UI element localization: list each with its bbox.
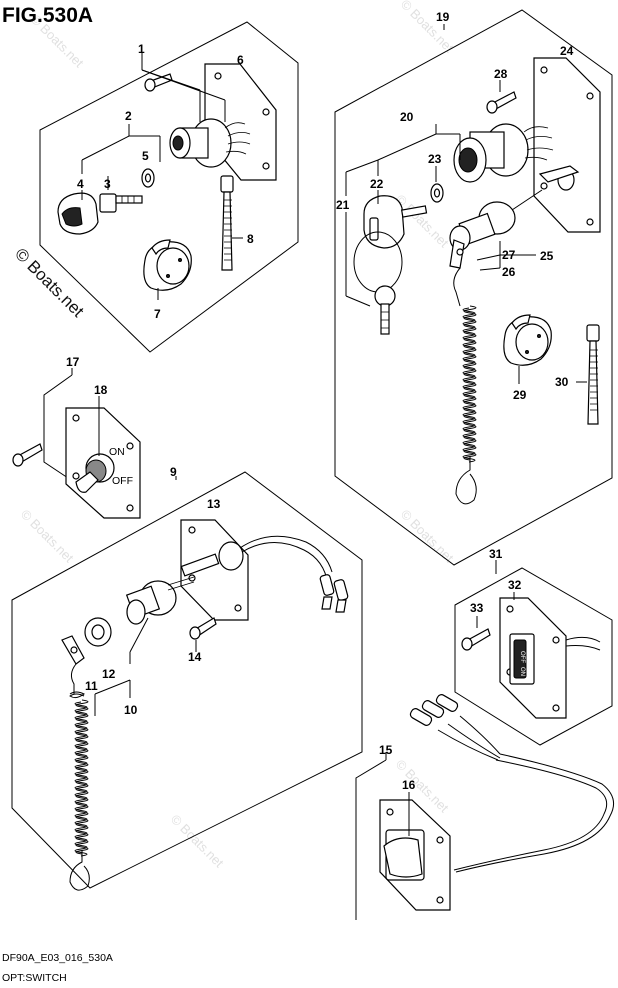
callout-23: 23 [428, 152, 442, 166]
part-stop-switch-10 [125, 553, 220, 625]
part-coil-cord-26 [462, 305, 477, 463]
part-coil-left [74, 699, 89, 857]
watermark-main: © Boats.net [11, 244, 88, 321]
callout-5: 5 [142, 149, 149, 163]
callout-29: 29 [513, 388, 527, 402]
part-switch-16 [379, 792, 451, 911]
watermark-7: © Boats.net [168, 812, 227, 871]
callout-17: 17 [66, 355, 80, 369]
callout-20: 20 [400, 110, 414, 124]
part-tie-strap-30 [576, 324, 600, 425]
callout-22: 22 [370, 177, 384, 191]
callout-13: 13 [207, 497, 221, 511]
part-screw-28 [486, 80, 517, 114]
figure-code: DF90A_E03_016_530A [2, 952, 113, 964]
callout-25: 25 [540, 249, 554, 263]
callout-24: 24 [560, 44, 574, 58]
callout-21: 21 [336, 198, 350, 212]
group-1-box [39, 21, 299, 353]
callout-32: 32 [508, 578, 522, 592]
part-screw-17 [12, 443, 43, 467]
part-washer-23 [430, 183, 444, 203]
group-17-box [43, 368, 75, 483]
callout-4: 4 [77, 177, 84, 191]
part-nut-12 [84, 617, 112, 647]
callout-31: 31 [489, 547, 503, 561]
part-key-cap-4 [57, 192, 99, 235]
part-key-22 [353, 195, 428, 335]
callout-12: 12 [102, 667, 116, 681]
svg-text:ON: ON [109, 446, 125, 458]
figure-title: FIG.530A [2, 4, 93, 27]
callout-15: 15 [379, 743, 393, 757]
callout-11: 11 [85, 679, 98, 693]
callout-18: 18 [94, 383, 108, 397]
part-connectors-16 [409, 694, 615, 873]
part-cap-29 [503, 314, 552, 384]
callout-7: 7 [154, 307, 161, 321]
part-lanyard-clip-11 [61, 635, 85, 694]
part-tie-strap-8 [220, 175, 243, 271]
group-15-box [355, 752, 387, 920]
callout-28: 28 [494, 67, 508, 81]
part-screw-33 [461, 616, 491, 651]
watermark-5: © Boats.net [398, 507, 457, 566]
callout-8: 8 [247, 232, 254, 246]
svg-text:ON: ON [519, 667, 525, 676]
callout-19: 19 [436, 10, 450, 24]
part-ignition-switch-20 [453, 123, 554, 183]
group-19-box [334, 9, 613, 566]
group-9-box [11, 471, 363, 889]
part-washer-5 [141, 168, 155, 188]
part-connectors-13 [319, 574, 349, 613]
watermark-4: © Boats.net [18, 507, 77, 566]
watermark-2: © Boats.net [398, 0, 457, 56]
part-screw-14 [189, 617, 217, 652]
svg-text:OFF: OFF [112, 475, 133, 487]
callout-16: 16 [402, 778, 416, 792]
group-31-box [454, 560, 613, 746]
part-ignition-switch-1 [169, 118, 251, 168]
callout-33: 33 [470, 601, 484, 615]
callout-14: 14 [188, 650, 202, 664]
part-switch-32: OFF ON [499, 592, 601, 719]
part-stop-switch-25 [449, 165, 580, 269]
part-coil-cord-11 [69, 691, 85, 699]
callout-27: 27 [502, 248, 516, 262]
callout-6: 6 [237, 53, 244, 67]
part-key-3 [99, 193, 143, 213]
part-switch-panel-18: ON OFF [65, 407, 141, 519]
part-plate-24 [533, 57, 601, 233]
part-cap-7 [143, 239, 192, 300]
callout-3: 3 [104, 177, 111, 191]
callout-9: 9 [170, 465, 177, 479]
callout-26: 26 [502, 265, 516, 279]
callout-2: 2 [125, 109, 132, 123]
figure-subtitle: OPT:SWITCH [2, 972, 67, 984]
svg-text:OFF: OFF [519, 651, 525, 663]
callout-10: 10 [124, 703, 138, 717]
callout-30: 30 [555, 375, 569, 389]
callout-1: 1 [138, 42, 145, 56]
